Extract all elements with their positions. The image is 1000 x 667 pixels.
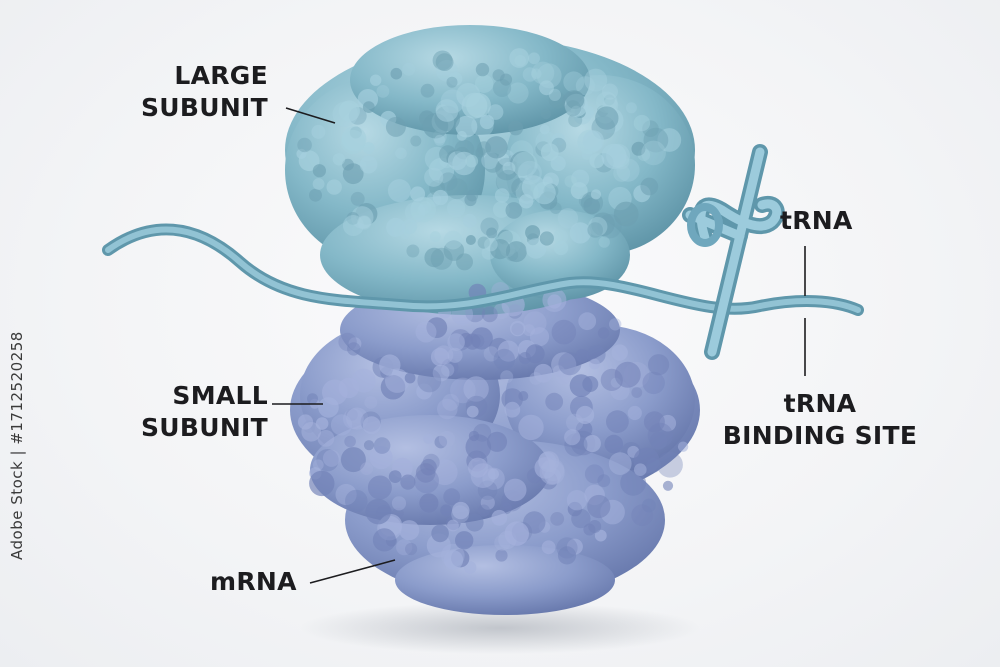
trna-molecule bbox=[690, 152, 777, 352]
trna-binding-site-label: tRNA BINDING SITE bbox=[705, 388, 935, 452]
small-subunit-label: SMALL SUBUNIT bbox=[141, 380, 268, 444]
large-subunit-label: LARGE SUBUNIT bbox=[141, 60, 268, 124]
stock-id-watermark: Adobe Stock | #1712520258 bbox=[8, 331, 26, 560]
mrna-label: mRNA bbox=[210, 566, 297, 598]
mrna-leader bbox=[310, 560, 395, 583]
trna-label: tRNA bbox=[780, 205, 853, 237]
